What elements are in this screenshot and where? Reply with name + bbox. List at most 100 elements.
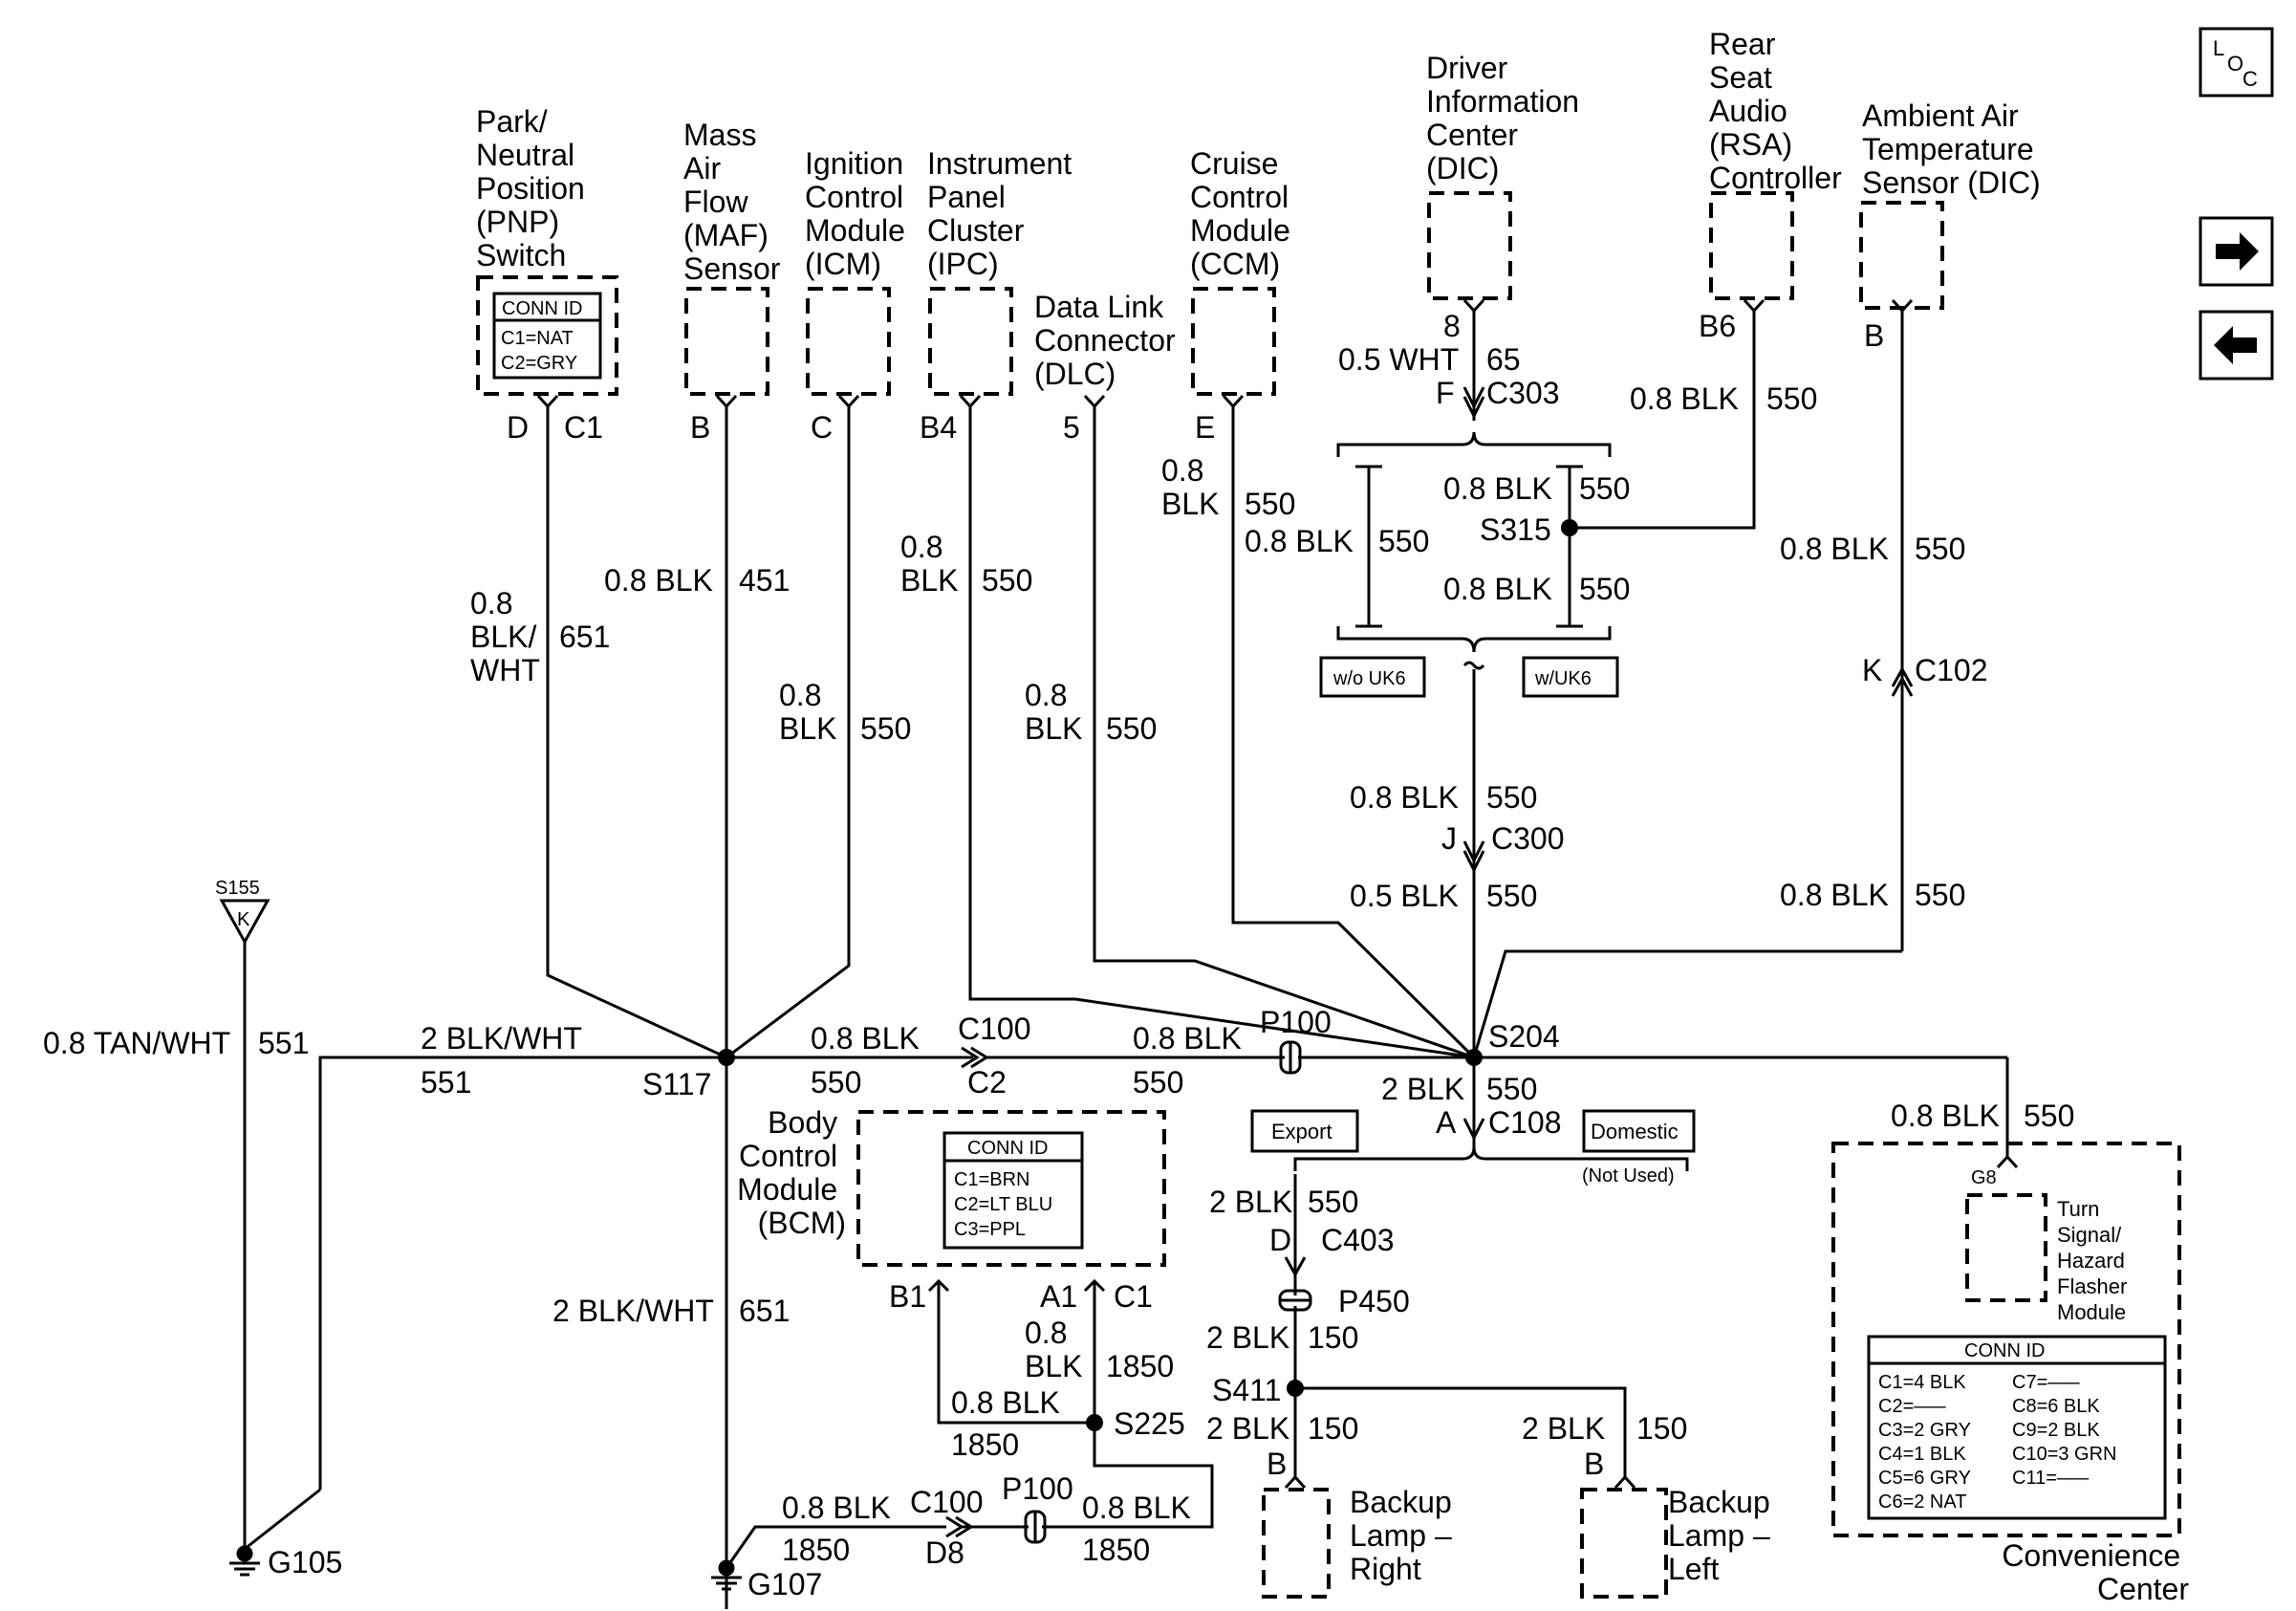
s204-label: S204 — [1488, 1019, 1560, 1054]
loc-letter-l: L — [2213, 36, 2224, 60]
loc-button[interactable]: L O C — [2199, 27, 2274, 98]
arrow-right-icon — [2216, 232, 2259, 271]
wc300-bot: 0.5 BLK — [1350, 879, 1459, 913]
wicm-b: BLK — [779, 711, 836, 746]
splice-s411 — [1287, 1380, 1304, 1397]
wconv-num: 550 — [2024, 1099, 2074, 1133]
export-label: Export — [1271, 1120, 1332, 1143]
s155-triangle-icon — [219, 899, 271, 946]
c108: C108 — [1488, 1105, 1562, 1140]
wdlc-num: 550 — [1106, 711, 1157, 746]
dic-title: Driver Information Center (DIC) — [1426, 51, 1588, 185]
prev-button[interactable] — [2199, 310, 2274, 381]
wwo-num: 550 — [1378, 524, 1429, 558]
c108-pin: A — [1436, 1105, 1457, 1140]
wbr-num: 150 — [1308, 1411, 1358, 1446]
c300: C300 — [1491, 821, 1565, 856]
splice-s117 — [718, 1049, 735, 1066]
w1850-num: 1850 — [1106, 1349, 1174, 1383]
ipc-box — [928, 287, 1013, 396]
rsa-box — [1709, 191, 1794, 300]
wicm-num: 550 — [860, 711, 911, 746]
wdic: 0.5 WHT — [1338, 342, 1459, 377]
flasher-module-box — [1965, 1193, 2047, 1302]
icm-box — [806, 287, 891, 396]
wbr: 2 BLK — [1206, 1411, 1289, 1446]
splice-s315 — [1561, 519, 1578, 536]
wg107a: 0.8 BLK — [782, 1491, 891, 1525]
not-used-label: (Not Used) — [1582, 1165, 1675, 1186]
passthroughs — [1024, 1040, 1312, 1544]
ground-g105-icon — [229, 1545, 260, 1577]
wipc-b: BLK — [900, 563, 958, 598]
waat2-num: 550 — [1915, 878, 1965, 912]
conn-id-tables: CONN ID C1=NAT C2=GRY CONN ID C1=BRN C2=… — [501, 298, 2117, 1513]
br-pin: B — [1267, 1447, 1287, 1481]
ipc-title: Instrument Panel Cluster (IPC) — [927, 146, 1080, 281]
wp100: 0.8 BLK — [1133, 1021, 1242, 1056]
next-button[interactable] — [2199, 216, 2274, 287]
w1850-b: BLK — [1025, 1349, 1082, 1383]
bcm-conn-c1: C1=BRN — [954, 1169, 1029, 1190]
c403-pin: D — [1269, 1223, 1291, 1257]
maf-pin: B — [690, 410, 710, 445]
w651-a: 0.8 — [470, 586, 512, 620]
w451-num: 451 — [739, 563, 790, 598]
wbl: 2 BLK — [1522, 1411, 1605, 1446]
convenience-center-box — [1831, 1142, 2181, 1537]
aat-sensor-box — [1859, 201, 1944, 310]
maf-title: Mass Air Flow (MAF) Sensor — [683, 118, 781, 286]
connector-arrows — [536, 298, 2019, 1538]
splice-s204 — [1465, 1049, 1483, 1066]
w-uk6-label: w/UK6 — [1534, 668, 1592, 689]
bl-pin: B — [1584, 1447, 1604, 1481]
ws315-top-num: 550 — [1579, 471, 1630, 506]
w451: 0.8 BLK — [604, 563, 713, 598]
wg107b-num: 1850 — [1082, 1533, 1150, 1567]
pnp-pin-d: D — [507, 410, 529, 445]
wbl-num: 150 — [1636, 1411, 1687, 1446]
dlc-pin: 5 — [1063, 410, 1080, 445]
wire-labels: D C1 B C B4 5 E 8 B6 B 0.8 BLK/ WHT 651 … — [43, 309, 2074, 1601]
splice-s225 — [1086, 1414, 1103, 1431]
aat-pin: B — [1864, 318, 1884, 353]
g8-label: G8 — [1971, 1167, 1997, 1188]
conv-conn-title: CONN ID — [1964, 1340, 2045, 1361]
component-boxes — [476, 191, 2181, 1599]
wp450-num: 150 — [1308, 1320, 1358, 1355]
wwo: 0.8 BLK — [1245, 524, 1354, 558]
s155-label: S155 — [215, 878, 260, 899]
wc300-top: 0.8 BLK — [1350, 780, 1459, 815]
grounds — [219, 899, 742, 1591]
w-uk6-box — [1522, 656, 1619, 698]
g107-label: G107 — [747, 1567, 822, 1601]
pnp-pin-c1: C1 — [564, 410, 603, 445]
w651-c: WHT — [470, 653, 540, 687]
s155-pin: K — [237, 909, 250, 930]
c403: C403 — [1321, 1223, 1395, 1257]
backup-lamp-left-title: Backup Lamp – Left — [1668, 1485, 1779, 1586]
wc403-num: 550 — [1308, 1185, 1358, 1219]
wccm-a: 0.8 — [1161, 453, 1203, 488]
waat2: 0.8 BLK — [1780, 878, 1889, 912]
wipc-num: 550 — [982, 563, 1032, 598]
backup-lamp-left-box — [1580, 1488, 1668, 1599]
icm-pin: C — [811, 410, 833, 445]
splices — [718, 519, 1578, 1431]
c300-pin: J — [1441, 821, 1457, 856]
bcm-title: Body Control Module (BCM) — [737, 1105, 846, 1240]
wc108-num: 550 — [1486, 1072, 1537, 1106]
export-box — [1250, 1109, 1359, 1153]
bcm-pin-a1: A1 — [1040, 1279, 1077, 1314]
w1850l: 0.8 BLK — [951, 1385, 1060, 1420]
dic-box — [1427, 191, 1512, 300]
ws315-top: 0.8 BLK — [1443, 471, 1552, 506]
bcm-conn-c2: C2=LT BLU — [954, 1194, 1052, 1215]
s411-label: S411 — [1212, 1373, 1281, 1407]
bcm-box — [856, 1110, 1166, 1267]
c100b: C100 — [910, 1485, 984, 1519]
loc-letter-o: O — [2227, 52, 2243, 76]
wc100-num: 550 — [811, 1065, 861, 1099]
c100-pin: C2 — [967, 1065, 1007, 1099]
ccm-box — [1191, 287, 1276, 396]
